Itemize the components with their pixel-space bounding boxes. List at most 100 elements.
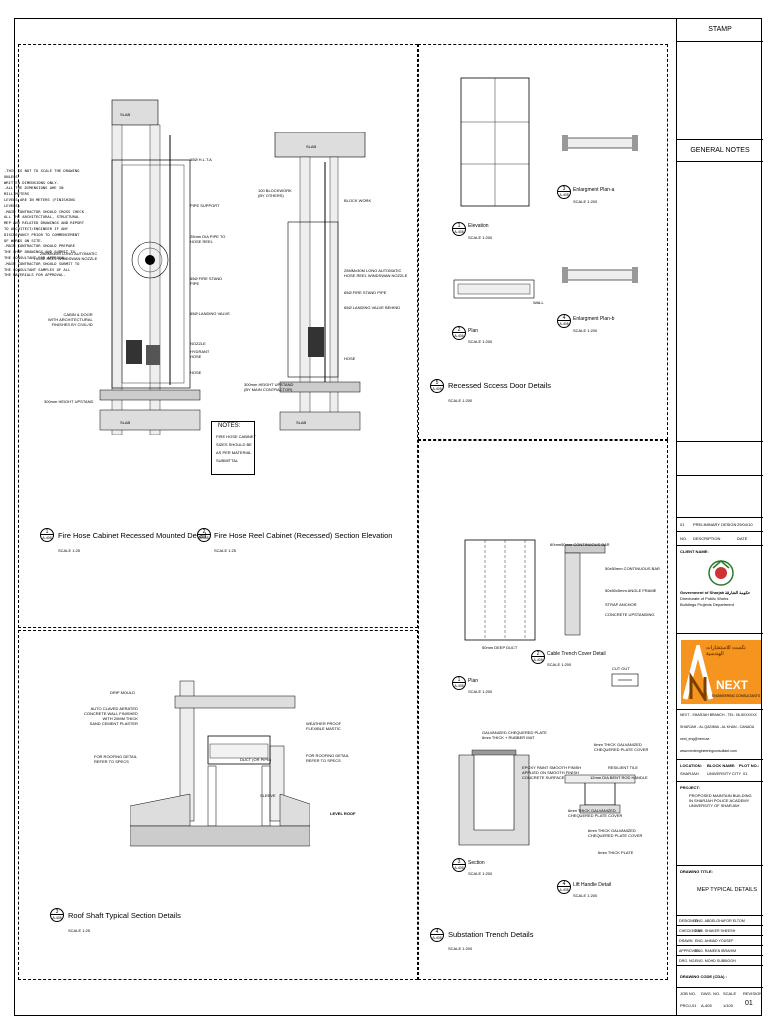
door-elevation-scale: SCALE 1:200 [468, 235, 493, 240]
access-door-enlargement-a [562, 135, 638, 151]
fire-hose-reel-drawing [274, 132, 366, 431]
cabinet-label-2: PIPE SUPPORT [190, 203, 220, 208]
firm-contact: NEXT - SHARJAH BRANCH - TEL: 06-5XXXXXX … [677, 710, 763, 760]
door-enl-b-scale: SCALE 1:200 [573, 328, 598, 333]
reel-label-4: 65Ø FIRE STAND PIPE [344, 290, 387, 295]
door-enl-a-title: Enlargment Plan-a [573, 187, 615, 193]
trench-label-7: EPOXY PAINT SMOOTH FINISH APPLIED ON SMO… [522, 765, 582, 780]
detail-scale-5: SCALE 1:200 [448, 398, 473, 403]
next-logo-mark-icon [683, 645, 713, 701]
project-row: PROJECT: PROPOSED MAINTAIN BUILDING IN S… [677, 782, 763, 866]
sharjah-emblem-icon [708, 560, 734, 586]
reel-slab-top: SLAB [306, 144, 317, 149]
person-row: CHECKED BY ENG. SHAKER SHEESH [677, 926, 763, 936]
reel-label-7: 300mm HEIGHT UPSTAND (BY MAIN CONTRACTOR… [244, 382, 294, 392]
cabinet-label-10: HOSE [190, 370, 202, 375]
detail-scale-2: SCALE 1:25 [214, 548, 237, 553]
panel-fire-hose [18, 44, 418, 628]
trench-label-4: STRAP ANCHOR [605, 602, 637, 607]
trench-label-6: GALVANIZED CHEQUERED PLATE 6mm THICK + R… [482, 730, 547, 740]
location-row: LOCATION: SHARJAH BLOCK NAME: UNIVERSITY… [677, 760, 763, 782]
cabinet-label-5: 65Ø FIRE STAND PIPE [190, 276, 223, 286]
trench-dim: 50mm DEEP DUCT [482, 645, 518, 650]
cabinet-label-6: CABIN & DOOR WITH ARCHITECTURAL FINISHES… [48, 312, 93, 327]
roof-label-7: SLEEVE [260, 793, 276, 798]
door-elevation-title: Elevation [468, 223, 489, 229]
trench-label-12: 6mm THICK GALVANIZED CHEQUERED PLATE COV… [588, 828, 643, 838]
drawing-code-row: DRAWING CODE (CDA) : [677, 966, 763, 988]
trench-section-title: Section [468, 860, 485, 866]
trench-cover-drawing [564, 544, 606, 636]
detail-title-1: Fire Hose Cabinet Recessed Mounted Detai… [58, 531, 207, 540]
reel-slab-bottom: SLAB [296, 420, 307, 425]
cabinet-slab-bottom: SLAB [120, 420, 131, 425]
trench-label-9: RESILIENT TILE [608, 765, 639, 770]
reel-label-6: HOSE [344, 356, 356, 361]
trench-label-8: 6mm THICK GALVANIZED CHEQUERED PLATE COV… [594, 742, 649, 752]
door-wall-label: WALL [533, 300, 544, 305]
title-block: STAMP GENERAL NOTES 01 PRELIMINARY DESIG… [676, 18, 763, 1016]
trench-plan-title: Plan [468, 678, 479, 684]
access-door-enlargement-b [562, 267, 638, 283]
panel-substation [418, 440, 668, 980]
trench-section-drawing [458, 749, 530, 846]
cabinet-slab-top: SLAB [120, 112, 131, 117]
door-enl-a-scale: SCALE 1:200 [573, 199, 598, 204]
reel-label-3: 25MMx30M LONG AUTOMATIC HOSE REEL WINDSW… [344, 268, 408, 278]
trench-label-10: 12mm DIA BENT ROD HANDLE [590, 775, 648, 780]
roof-label-1: DRIP MOULD [110, 690, 136, 695]
client-area: CLIENT NAME: Government of Sharjah Direc… [677, 546, 763, 634]
roof-label-5: FOR ROOFING DETAIL REFER TO SPECS [306, 753, 350, 763]
person-row: DRG. NO. ENG. MOHD SUBBIGGH [679, 959, 736, 963]
trench-label-1: 60mm50mm CONTINUOUS BAR [550, 542, 610, 547]
trench-cut-out: CUT OUT [612, 666, 630, 671]
lift-handle-scale: SCALE 1:200 [573, 893, 598, 898]
roof-shaft-drawing [130, 680, 310, 847]
trench-plan-scale: SCALE 1:200 [468, 689, 493, 694]
notes-area [677, 162, 763, 442]
trench-label-13: 6mm THICK PLATE [598, 850, 634, 855]
notes-box-title: NOTES: [218, 423, 241, 429]
roof-label-3: FOR ROOFING DETAIL REFER TO SPECS [94, 754, 138, 764]
cabinet-label-9: HYDRANT HOSE [190, 349, 210, 359]
detail-title-2: Fire Hose Reel Cabinet (Recessed) Sectio… [214, 531, 393, 540]
rev-blank-1 [677, 442, 763, 476]
firm-arabic-name: نكست للاستشارات الهندسية [706, 645, 746, 657]
reel-label-1: 100 BLOCKWORK (BY OTHERS) [258, 188, 292, 198]
revision-row: 01 PRELIMINARY DESIGN 29/04/10 [677, 518, 763, 532]
reel-label-2: BLOCK WORK [344, 198, 372, 203]
cabinet-label-4: 25MMx30M LONG AUTOMATIC HOSE REEL WINDSW… [34, 251, 98, 261]
rev-blank-2 [677, 476, 763, 518]
people-table: DESIGNED ENG. ABDELGHAFOR ELTOM CHECKED … [677, 916, 763, 966]
access-door-plan [453, 279, 535, 299]
panel-roof-shaft [18, 630, 418, 980]
detail-title-5: Recessed Sccess Door Details [448, 381, 551, 390]
roof-label-4: WEATHER PROOF FLEXIBLE MASTIC [306, 721, 342, 731]
cut-out-icon [611, 673, 639, 687]
fire-hose-cabinet-drawing [99, 99, 201, 435]
trench-label-5: CONCRETE UPSTANDING [605, 612, 655, 617]
general-notes-list: -THIS IS NOT TO SCALE THE DRAWING UNLESS… [4, 168, 85, 278]
person-row: DRAWN ENG. AHMAD YOUSEF [677, 936, 763, 946]
detail-scale-4: SCALE 1:200 [448, 946, 473, 951]
trench-cover-title: Cable Trench Cover Detail [547, 651, 606, 657]
door-plan-title: Plan [468, 328, 479, 334]
cabinet-label-1: 65Ø H.L.T.A [190, 157, 212, 162]
revision-header: NO. DESCRIPTION DATE [677, 532, 763, 546]
roof-label-6: DUCT (OR PIPE) [240, 757, 272, 762]
trench-label-2: 50x50mm CONTINUOUS BAR [605, 566, 660, 571]
stamp-box: STAMP [677, 18, 763, 42]
detail-scale-1: SCALE 1:25 [58, 548, 81, 553]
